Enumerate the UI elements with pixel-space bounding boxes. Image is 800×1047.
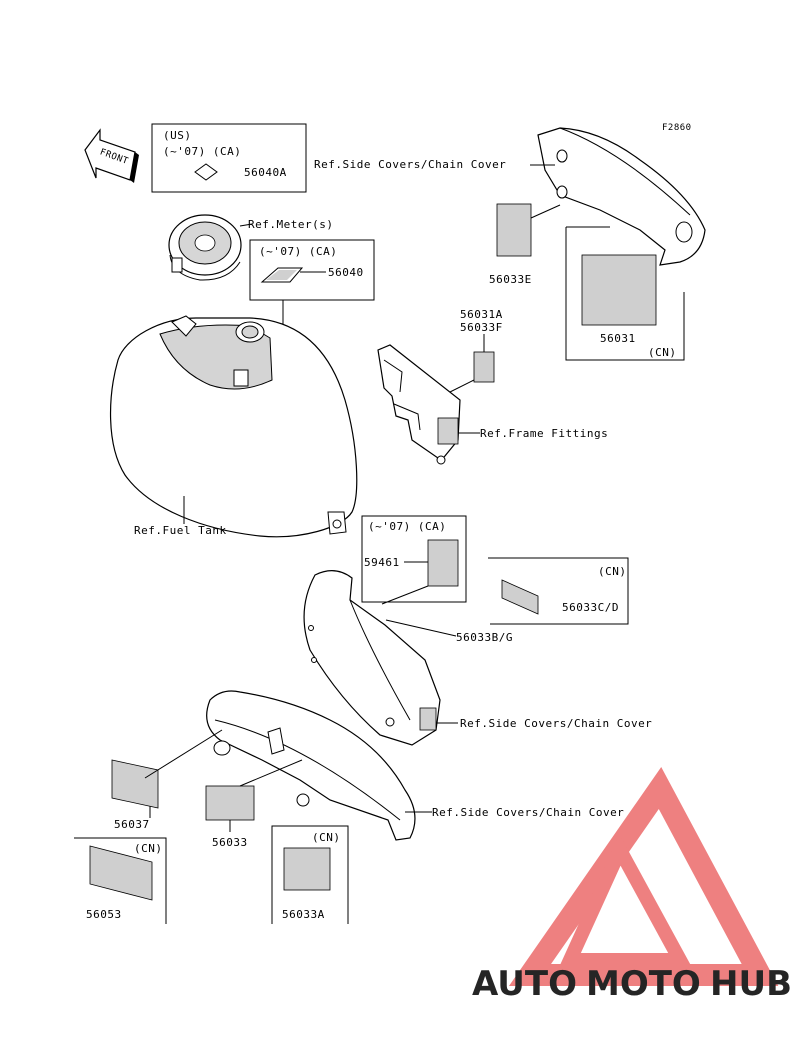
part-56037: 56037 bbox=[114, 818, 150, 831]
part-56033e: 56033E bbox=[489, 273, 532, 286]
box-cn-tag-56033cd: (CN) bbox=[598, 565, 627, 578]
part-56033bg: 56033B/G bbox=[456, 631, 513, 644]
label-box-ca-59461: (~'07) (CA) 59461 bbox=[361, 515, 467, 605]
fuel-tank-part bbox=[110, 315, 358, 538]
frame-fitting-bracket-part bbox=[377, 344, 461, 465]
ref-side-covers-low-label: Ref.Side Covers/Chain Cover bbox=[432, 806, 624, 819]
ref-side-covers-mid-label: Ref.Side Covers/Chain Cover bbox=[460, 717, 652, 730]
label-56037: 56037 bbox=[111, 729, 223, 831]
part-56033: 56033 bbox=[212, 836, 248, 849]
watermark-auto: AUTO bbox=[472, 964, 577, 1004]
label-box-cn-56033a: (CN) 56033A bbox=[271, 825, 349, 924]
box-ca-region: (~'07) (CA) bbox=[259, 245, 337, 258]
part-56031a: 56031A bbox=[460, 308, 503, 321]
front-arrow-icon: FRONT bbox=[84, 128, 139, 183]
part-56033f: 56033F bbox=[460, 321, 503, 334]
label-box-cn-56053: (CN) 56053 bbox=[74, 837, 167, 924]
meter-part bbox=[168, 214, 253, 281]
label-box-cn-56031: 56031 (CN) bbox=[565, 226, 685, 361]
part-56033cd: 56033C/D bbox=[562, 601, 619, 614]
part-56033a: 56033A bbox=[282, 908, 325, 921]
part-56053: 56053 bbox=[86, 908, 122, 921]
side-cover-top-part bbox=[537, 127, 706, 266]
label-56033e: 56033E bbox=[489, 203, 561, 286]
part-59461: 59461 bbox=[364, 556, 400, 569]
label-box-ca-56040: (~'07) (CA) 56040 bbox=[249, 239, 375, 301]
ref-meter-label: Ref.Meter(s) bbox=[248, 218, 333, 231]
automotohub-watermark-logo: AUTO MOTO HUB bbox=[472, 766, 792, 1004]
box-ca-region-59461: (~'07) (CA) bbox=[368, 520, 446, 533]
part-56040a: 56040A bbox=[244, 166, 287, 179]
ref-side-covers-top-label: Ref.Side Covers/Chain Cover bbox=[314, 158, 506, 171]
chain-cover-part bbox=[206, 690, 416, 841]
part-56040: 56040 bbox=[328, 266, 364, 279]
box-us-region-ca: (~'07) (CA) bbox=[163, 145, 241, 158]
figure-code: F2860 bbox=[662, 123, 692, 133]
box-cn-tag-56033a: (CN) bbox=[312, 831, 341, 844]
label-box-cn-56033cd: (CN) 56033C/D bbox=[488, 557, 629, 625]
ref-frame-fittings-label: Ref.Frame Fittings bbox=[480, 427, 608, 440]
label-56033: 56033 bbox=[205, 759, 303, 849]
watermark-moto: MOTO bbox=[586, 964, 701, 1004]
box-us-region: (US) bbox=[163, 129, 192, 142]
side-cover-mid-part bbox=[303, 570, 441, 746]
watermark-hub: HUB bbox=[710, 964, 792, 1004]
box-cn-tag-56053: (CN) bbox=[134, 842, 163, 855]
label-box-us-56040a: (US) (~'07) (CA) 56040A bbox=[151, 123, 307, 193]
box-cn-tag-56031: (CN) bbox=[648, 346, 677, 359]
part-56031: 56031 bbox=[600, 332, 636, 345]
ref-fuel-tank-label: Ref.Fuel Tank bbox=[134, 524, 227, 537]
